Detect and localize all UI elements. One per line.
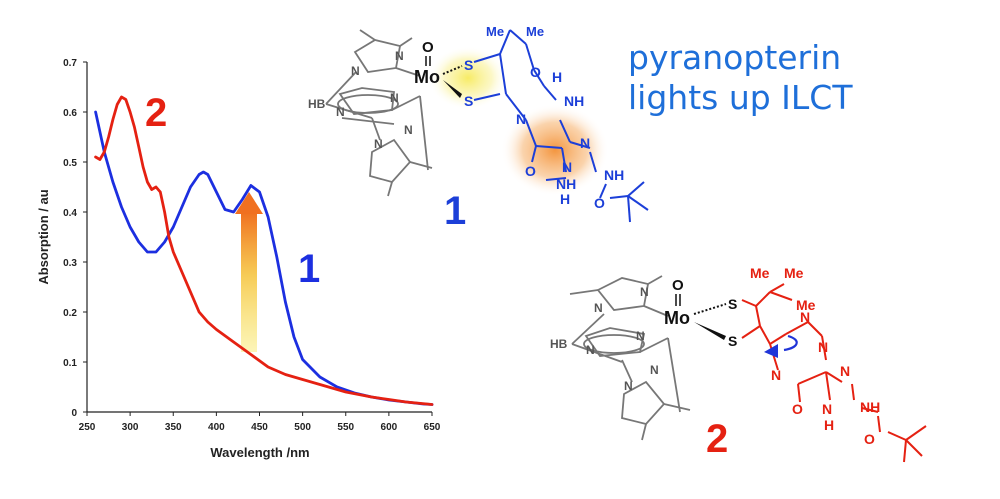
nitrogen-atom: N [580,135,590,151]
series-2-label: 2 [145,91,167,135]
tp-nitrogen: N [395,49,404,63]
yellow-glow [428,46,508,110]
nitrogen-atom: N [822,401,832,417]
series-2-line [94,95,434,406]
tp-nitrogen: N [390,91,399,105]
headline: pyranopterin lights up ILCT [628,38,853,118]
chart-series [94,95,434,406]
nitrogen-atom: N [771,367,781,383]
methyl-group: Me [796,297,816,313]
ring-oxygen-atom: O [530,64,541,80]
sulfur-atom: S [464,93,473,109]
nitrogen-atom: N [800,309,810,325]
compound-1-label: 1 [444,189,466,233]
x-tick-label: 300 [122,422,139,433]
amide-nh-group: NH [860,399,880,415]
nitrogen-atom: N [840,363,850,379]
headline-line-1: pyranopterin [628,38,842,77]
tp-nitrogen: N [374,137,383,151]
compound-2-label: 2 [706,417,728,461]
sulfur-atom: S [728,333,737,349]
x-tick-label: 400 [208,422,225,433]
rotation-arrow-head [764,344,778,358]
mo-s-bond [693,303,727,315]
x-tick-label: 550 [337,422,354,433]
tp-nitrogen: N [586,343,595,357]
molecule-1: Mo O [308,24,649,233]
hydrogen-atom: H [560,191,570,207]
boron-hydride: HB [308,97,326,111]
sulfur-atom: S [464,57,473,73]
amide-nh-group: NH [604,167,624,183]
tp-nitrogen: N [336,105,345,119]
transition-arrow-shaft [241,212,257,352]
amide-oxygen-atom: O [864,431,875,447]
sulfur-atom: S [728,296,737,312]
series-1-label: 1 [298,247,320,291]
x-tick-label: 250 [79,422,96,433]
x-tick-label: 500 [294,422,311,433]
mo-s-wedge [694,322,726,340]
tp-nitrogen: N [594,301,603,315]
methyl-group: Me [486,24,504,39]
y-tick-label: 0.6 [63,108,77,119]
y-tick-label: 0.5 [63,158,77,169]
nh-group: NH [564,93,584,109]
x-axis-label: Wavelength /nm [210,445,309,460]
tp-nitrogen: N [404,123,413,137]
tp-nitrogen: N [351,64,360,78]
headline-line-2: lights up ILCT [628,78,853,117]
mo-s-wedge [443,80,462,98]
series-1-line [94,110,434,406]
nitrogen-atom: N [818,339,828,355]
rotation-arrow [783,334,798,352]
mo-atom: Mo [664,308,690,328]
x-tick-label: 350 [165,422,182,433]
dithiolene-pterin-2 [741,283,927,463]
boron-hydride: HB [550,337,568,351]
axis-ticks: 250 300 350 400 450 500 550 600 650 0 0.1 0.2 0.3 0.4… [63,58,441,433]
nh-group: NH [556,176,576,192]
carbonyl-oxygen-atom: O [792,401,803,417]
tp-nitrogen: N [650,363,659,377]
dithiolene-pterin-1 [473,29,649,223]
tp-nitrogen: N [636,329,645,343]
amide-oxygen-atom: O [594,195,605,211]
hydrogen-atom: H [552,69,562,85]
carbonyl-oxygen-atom: O [525,163,536,179]
hydrogen-atom: H [824,417,834,433]
tp-ligand-1 [325,29,433,197]
mo-s-bond [442,65,463,75]
nitrogen-atom: N [516,111,526,127]
molecule-2: Mo O [550,265,927,463]
y-tick-label: 0 [71,408,77,419]
y-tick-label: 0.2 [63,308,77,319]
y-tick-label: 0.3 [63,258,77,269]
tp-ligand-2 [569,275,691,441]
transition-arrow-head [235,192,263,214]
nitrogen-atom: N [562,159,572,175]
x-tick-label: 600 [381,422,398,433]
methyl-group: Me [750,265,770,281]
tp-nitrogen: N [624,379,633,393]
methyl-group: Me [526,24,544,39]
y-tick-label: 0.1 [63,358,77,369]
x-tick-label: 650 [424,422,441,433]
oxo-atom: O [422,39,434,56]
x-tick-label: 450 [251,422,268,433]
y-tick-label: 0.4 [63,208,77,219]
methyl-group: Me [784,265,804,281]
mo-atom: Mo [414,67,440,87]
tp-nitrogen: N [640,285,649,299]
y-tick-label: 0.7 [63,58,77,69]
oxo-atom: O [672,277,684,294]
y-axis-label: Absorption / au [36,189,51,284]
